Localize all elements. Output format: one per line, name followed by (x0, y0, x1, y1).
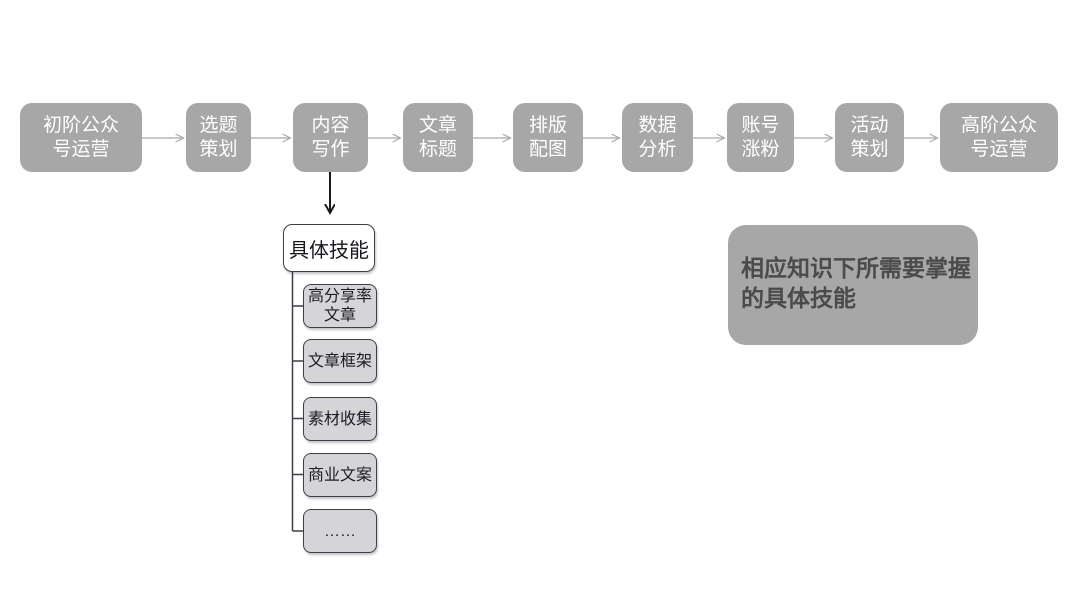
skill-item-3: 素材收集 (303, 397, 377, 441)
skill-item-1: 高分享率 文章 (303, 284, 377, 328)
skill-header-box: 具体技能 (283, 224, 375, 272)
flow-node-2: 选题 策划 (186, 103, 251, 172)
flow-node-1: 初阶公众 号运营 (20, 103, 142, 172)
flow-node-6: 数据 分析 (622, 103, 693, 172)
skill-item-2: 文章框架 (303, 339, 377, 383)
flow-node-3: 内容 写作 (293, 103, 368, 172)
flow-node-4: 文章 标题 (403, 103, 473, 172)
flow-node-9: 高阶公众 号运营 (940, 103, 1058, 172)
skill-item-4: 商业文案 (303, 453, 377, 497)
skill-item-5: …… (303, 509, 377, 553)
flow-node-8: 活动 策划 (835, 103, 904, 172)
flow-node-5: 排版 配图 (513, 103, 583, 172)
branch-tree-lines (291, 272, 303, 532)
flow-node-7: 账号 涨粉 (727, 103, 794, 172)
note-box: 相应知识下所需要掌握 的具体技能 (728, 225, 978, 345)
